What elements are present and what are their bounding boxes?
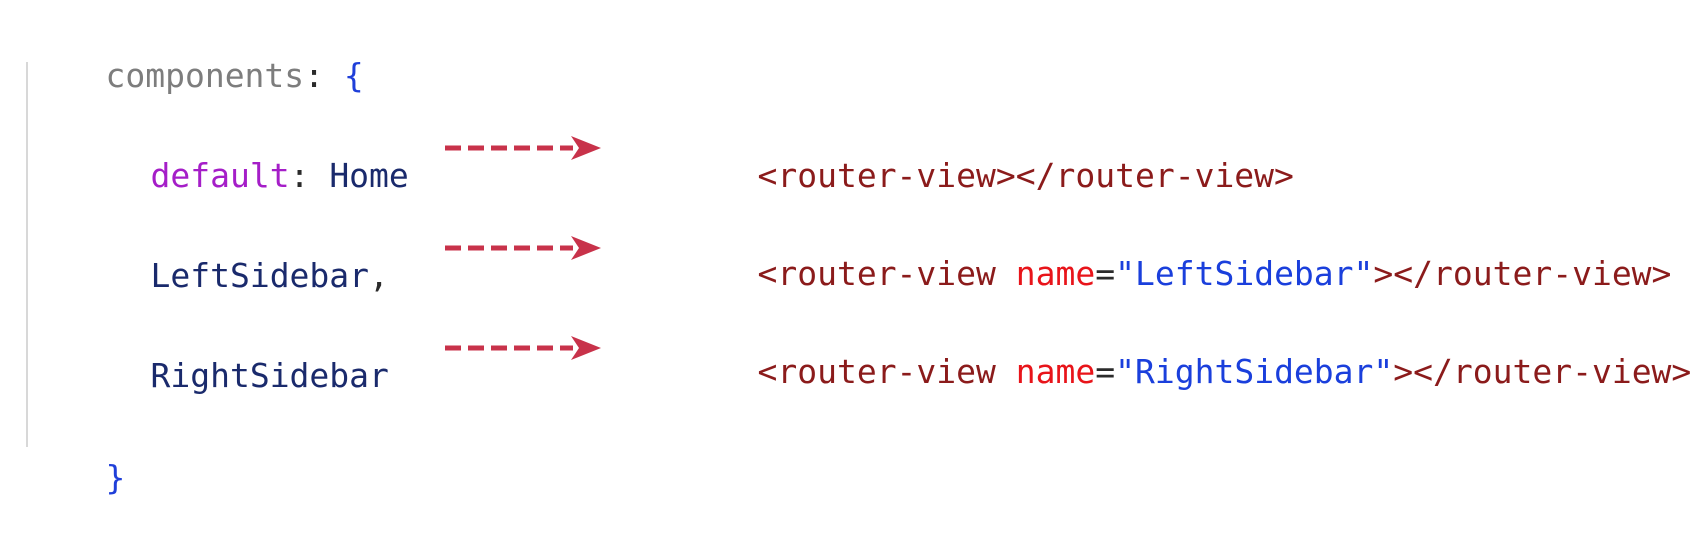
left-sidebar-name: LeftSidebar xyxy=(150,256,370,295)
template-left-sidebar-router-view: <router-view name="LeftSidebar"></router… xyxy=(678,214,1671,334)
dashed-arrow-icon xyxy=(445,236,601,260)
equals-sign: = xyxy=(1095,254,1116,293)
template-default-router-view: <router-view></router-view> xyxy=(678,116,1294,236)
router-view-close-tag: ></router-view> xyxy=(1373,254,1672,293)
router-view-tag: <router-view></router-view> xyxy=(757,156,1294,195)
close-brace: } xyxy=(105,458,126,497)
equals-sign: = xyxy=(1095,352,1116,391)
home-value: Home xyxy=(329,156,409,195)
name-attribute: name xyxy=(1015,254,1096,293)
comma: , xyxy=(369,256,389,295)
template-right-sidebar-router-view: <router-view name="RightSidebar"></route… xyxy=(678,312,1691,432)
dashed-arrow-icon xyxy=(445,136,601,160)
right-sidebar-name: RightSidebar xyxy=(150,356,389,395)
default-key: default xyxy=(150,156,290,195)
name-attribute: name xyxy=(1015,352,1096,391)
code-line-default: default: Home xyxy=(71,116,409,236)
router-view-close-tag: ></router-view> xyxy=(1393,352,1692,391)
code-line-right-sidebar: RightSidebar xyxy=(71,316,389,436)
dashed-arrow-icon xyxy=(445,336,601,360)
router-view-open-tag: <router-view xyxy=(757,352,1016,391)
indent-guide xyxy=(26,62,28,447)
code-line-components: components: { xyxy=(26,16,364,136)
router-view-open-tag: <router-view xyxy=(757,254,1016,293)
code-line-closing-brace: } xyxy=(26,418,125,538)
components-keyword: components xyxy=(105,56,305,95)
open-brace: { xyxy=(343,56,364,95)
colon: : xyxy=(289,156,310,195)
code-line-left-sidebar: LeftSidebar, xyxy=(71,216,389,336)
colon: : xyxy=(304,56,325,95)
left-sidebar-string: "LeftSidebar" xyxy=(1115,254,1374,293)
right-sidebar-string: "RightSidebar" xyxy=(1115,352,1394,391)
